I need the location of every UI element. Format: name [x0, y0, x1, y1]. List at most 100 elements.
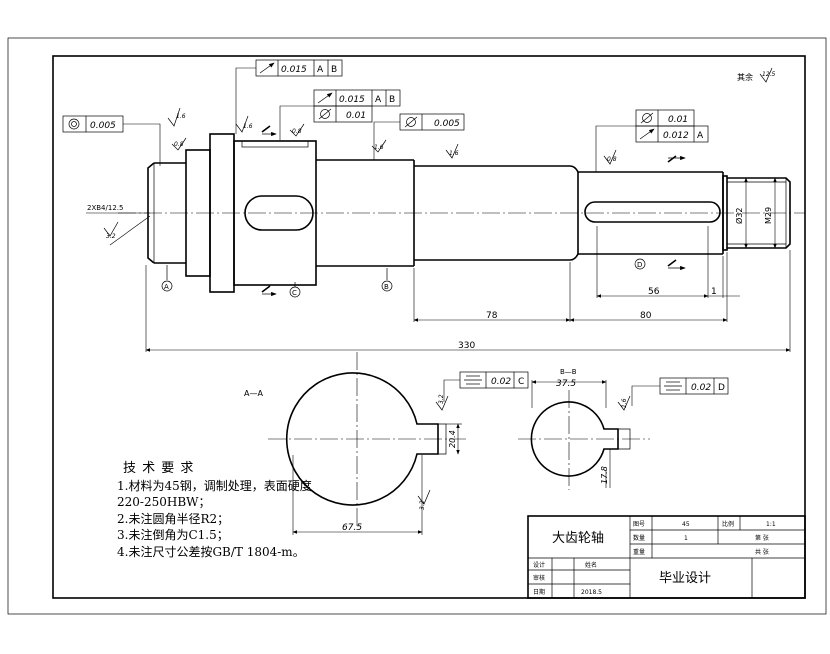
svg-text:0.02: 0.02: [691, 383, 711, 393]
title-block-texts: 大齿轮轴 毕业设计 图号 45 比例 1:1 数量 1 第 张 重量 共 张 设…: [533, 520, 776, 596]
svg-text:0.015: 0.015: [281, 65, 307, 75]
svg-text:0.02: 0.02: [491, 377, 511, 387]
svg-text:B: B: [384, 283, 389, 291]
dim-80: 80: [640, 311, 652, 321]
svg-text:3.2: 3.2: [419, 500, 426, 510]
svg-text:A: A: [697, 131, 704, 141]
svg-text:3.2: 3.2: [106, 233, 116, 240]
technical-requirements: 技 术 要 求 1.材料为45钢，调制处理，表面硬度 220-250HBW； 2…: [117, 461, 417, 560]
svg-text:图号: 图号: [633, 521, 645, 528]
roughness-6: 1.6: [445, 143, 459, 159]
svg-text:0.015: 0.015: [339, 95, 365, 105]
datum-markers: A B C D: [161, 125, 686, 298]
svg-text:C: C: [518, 377, 524, 387]
svg-text:17.8: 17.8: [600, 466, 609, 484]
roughness-1: 1.6: [167, 107, 186, 127]
svg-text:0.8: 0.8: [174, 141, 184, 148]
svg-text:比例: 比例: [722, 520, 734, 528]
svg-text:第 张: 第 张: [755, 534, 769, 542]
svg-text:45: 45: [682, 521, 690, 528]
svg-text:1.6: 1.6: [243, 123, 253, 130]
svg-text:姓名: 姓名: [585, 561, 597, 569]
inner-frame: [52, 55, 806, 599]
roughness-symbols: 1.6 0.8 1.6 0.8 1.6 1.6 0.8 3.2 12.5 其余: [103, 67, 776, 240]
svg-text:0.8: 0.8: [607, 156, 617, 163]
svg-text:日期: 日期: [533, 588, 545, 596]
svg-text:1.6: 1.6: [374, 144, 384, 151]
dim-chamfer: 2XB4/12.5: [87, 204, 123, 212]
dim-dia-32: Ø32: [734, 208, 744, 224]
svg-text:1: 1: [684, 535, 688, 542]
roughness-5: 1.6: [371, 139, 387, 153]
title-block: [527, 515, 806, 599]
shaft-main-view: [118, 133, 805, 293]
dim-78: 78: [486, 311, 498, 321]
svg-text:0.005: 0.005: [434, 119, 460, 129]
fcf-key-section: 0.01 0.012 A: [595, 109, 709, 172]
svg-text:0.01: 0.01: [346, 111, 366, 121]
roughness-2: 0.8: [171, 137, 187, 151]
svg-text:1:1: 1:1: [766, 521, 776, 528]
svg-text:12.5: 12.5: [762, 71, 776, 78]
svg-text:B: B: [389, 95, 395, 105]
section-a-view: 67.5 20.4 3.2 3.2: [268, 352, 466, 535]
fcf-cyl-right: 0.005: [373, 113, 465, 160]
dimensions: [86, 177, 791, 352]
svg-text:A: A: [317, 65, 324, 75]
note-line-4: 3.未注倒角为C1.5；: [117, 528, 229, 542]
roughness-other: 12.5 其余: [737, 67, 776, 83]
section-b-label: B—B: [560, 368, 577, 376]
fcf-coax-left: 0.005: [62, 115, 161, 166]
roughness-4: 0.8: [289, 123, 305, 137]
fcf-sym-a: 0.02 C: [443, 371, 529, 402]
dim-1: 1: [711, 287, 717, 297]
keyway-slot-2: [584, 201, 721, 223]
svg-text:20.4: 20.4: [448, 430, 457, 448]
fcf-runout-mid: 0.015 A B 0.01: [279, 89, 401, 140]
roughness-3: 1.6: [235, 115, 253, 133]
svg-text:2018.5: 2018.5: [581, 589, 602, 596]
svg-text:共 张: 共 张: [755, 548, 769, 556]
dim-thread-m29: M29: [764, 207, 773, 224]
dim-56: 56: [648, 287, 660, 297]
svg-text:其余: 其余: [737, 72, 753, 82]
svg-text:0.012: 0.012: [663, 131, 689, 141]
svg-text:A: A: [164, 283, 169, 291]
svg-text:1.6: 1.6: [449, 150, 459, 157]
svg-text:1.6: 1.6: [621, 398, 628, 408]
section-a-shape: [286, 372, 439, 506]
svg-text:0.005: 0.005: [90, 121, 116, 131]
project-name: 毕业设计: [659, 571, 711, 586]
fcf-sym-b: 0.02 D: [631, 377, 729, 406]
svg-text:C: C: [292, 289, 297, 297]
svg-text:67.5: 67.5: [342, 523, 362, 533]
notes-title: 技 术 要 求: [123, 461, 195, 476]
svg-text:3.2: 3.2: [438, 394, 445, 404]
svg-text:D: D: [718, 383, 725, 393]
svg-text:37.5: 37.5: [556, 379, 576, 389]
note-line-3: 2.未注圆角半径R2；: [117, 511, 230, 526]
svg-text:1.6: 1.6: [176, 113, 186, 120]
svg-text:B: B: [331, 65, 337, 75]
keyway-slot-1: [244, 195, 314, 231]
dimension-texts: 56 1 78 80 330 2XB4/12.5 Ø32 M29: [87, 204, 773, 351]
svg-text:设计: 设计: [533, 561, 545, 569]
svg-text:审核: 审核: [533, 574, 545, 582]
dim-330: 330: [458, 341, 475, 351]
roughness-7: 0.8: [603, 149, 617, 165]
svg-text:数量: 数量: [633, 534, 645, 542]
note-line-5: 4.未注尺寸公差按GB/T 1804-m。: [117, 544, 305, 559]
svg-text:A: A: [375, 95, 382, 105]
section-a-label: A—A: [244, 389, 263, 398]
note-line-2: 220-250HBW；: [117, 495, 211, 509]
note-line-1: 1.材料为45钢，调制处理，表面硬度: [117, 478, 312, 493]
outer-border: [7, 37, 827, 615]
roughness-8: 3.2: [103, 221, 119, 240]
svg-text:D: D: [637, 261, 642, 269]
section-b-shape: [530, 401, 619, 477]
section-b-view: 37.5 17.8 1.6: [518, 379, 650, 490]
part-name: 大齿轮轴: [552, 531, 604, 546]
svg-text:0.8: 0.8: [292, 128, 302, 135]
fcf-runout-top: 0.015 A B: [235, 59, 343, 134]
